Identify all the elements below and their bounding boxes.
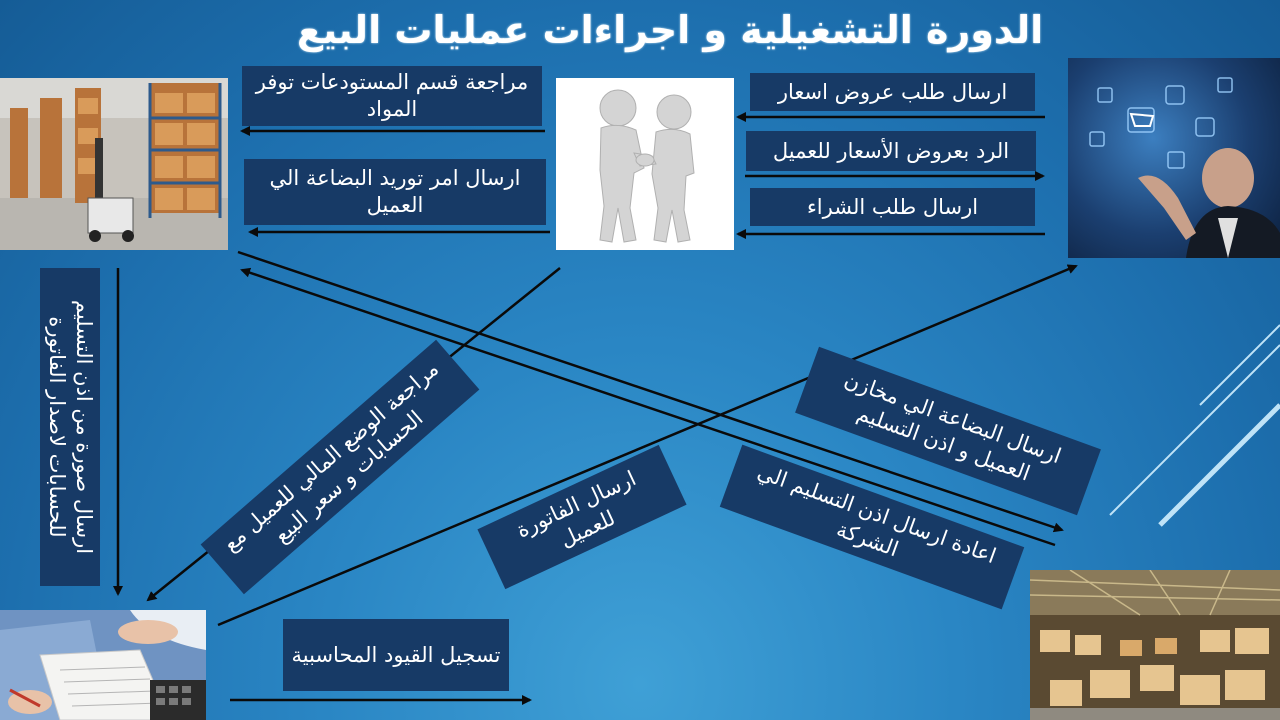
arrow-accounting-to-customer xyxy=(217,264,1078,627)
customer-tech-photo xyxy=(1068,58,1280,258)
handshake-figures xyxy=(556,78,734,250)
arrow-return-delivery xyxy=(240,267,1056,547)
warehouse-interior-photo xyxy=(1030,570,1280,720)
box-send-purchase-request: ارسال طلب الشراء xyxy=(750,188,1035,226)
box-reply-quotes: الرد بعروض الأسعار للعميل xyxy=(746,131,1036,171)
warehouse-photo xyxy=(0,78,228,250)
box-review-warehouse: مراجعة قسم المستودعات توفر المواد xyxy=(242,66,542,126)
box-send-supply-order: ارسال امر توريد البضاعة الي العميل xyxy=(244,159,546,225)
box-send-quote-request: ارسال طلب عروض اسعار xyxy=(750,73,1035,111)
page-title: الدورة التشغيلية و اجراءات عمليات البيع xyxy=(296,8,1044,52)
box-send-delivery-copy: ارسال صورة من اذن التسليم للحسابات لاصدا… xyxy=(40,268,100,586)
arrow-warehouse-to-customer-store xyxy=(237,250,1064,533)
box-record-entries: تسجيل القيود المحاسبية xyxy=(283,619,509,691)
accountant-photo xyxy=(0,610,206,720)
